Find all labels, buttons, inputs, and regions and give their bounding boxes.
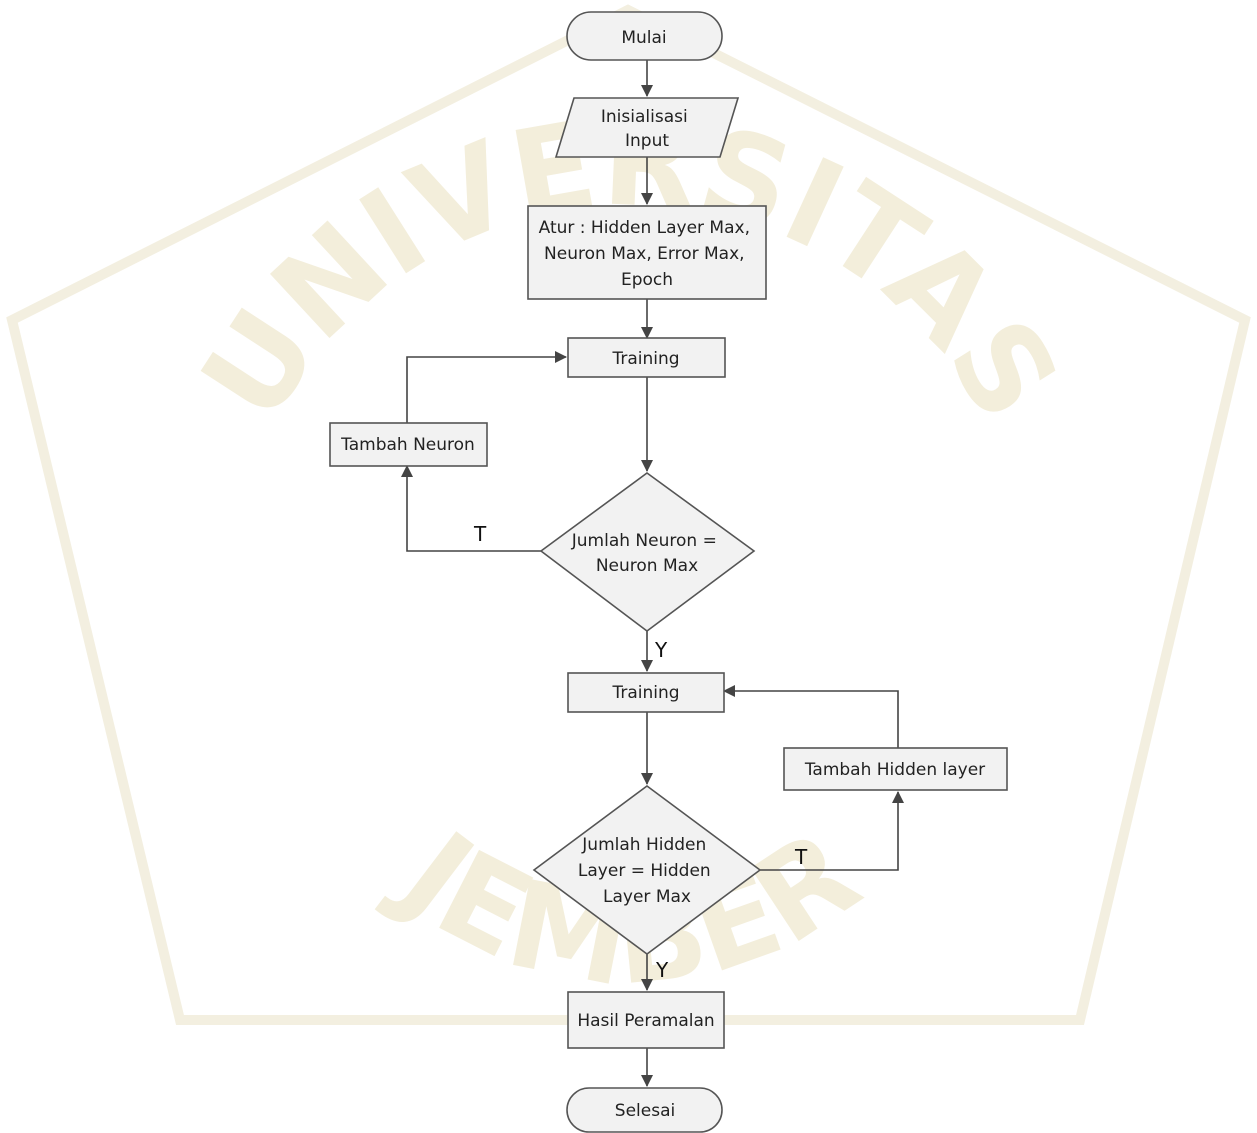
node-check-hidden-label: Jumlah Hidden Layer = Hidden Layer Max bbox=[578, 835, 716, 907]
process-shape bbox=[783, 747, 1008, 791]
node-result-label: Hasil Peramalan bbox=[577, 1011, 714, 1031]
process-shape bbox=[567, 337, 726, 378]
process-shape bbox=[567, 991, 725, 1049]
node-training-2-label: Training bbox=[611, 683, 679, 703]
node-setup-label: Atur : Hidden Layer Max, Neuron Max, Err… bbox=[539, 218, 756, 290]
input-shape bbox=[554, 97, 740, 158]
node-check-neuron: Jumlah Neuron = Neuron Max bbox=[539, 472, 756, 633]
node-add-neuron: Tambah Neuron bbox=[329, 422, 488, 467]
decision-shape bbox=[539, 472, 756, 633]
edge-label-neuron-yes: Y bbox=[654, 638, 668, 662]
edge-label-hidden-no: T bbox=[794, 845, 808, 869]
node-setup: Atur : Hidden Layer Max, Neuron Max, Err… bbox=[527, 205, 767, 300]
edge-label-neuron-no: T bbox=[473, 522, 487, 546]
node-result: Hasil Peramalan bbox=[567, 991, 725, 1049]
edge-label-hidden-yes: Y bbox=[655, 958, 669, 982]
node-training-1-label: Training bbox=[611, 349, 679, 369]
process-shape bbox=[329, 422, 488, 467]
edge-check-neuron-no-to-add-neuron bbox=[401, 465, 541, 552]
decision-shape bbox=[532, 785, 762, 955]
process-shape bbox=[527, 205, 767, 300]
node-training-2: Training bbox=[567, 672, 725, 713]
edge-add-neuron-to-training1 bbox=[406, 351, 567, 423]
edge-add-hidden-to-training2 bbox=[723, 685, 899, 748]
node-add-hidden: Tambah Hidden layer bbox=[783, 747, 1008, 791]
edge-check-hidden-no-to-add-hidden bbox=[760, 791, 904, 871]
terminator-shape bbox=[566, 11, 723, 61]
node-training-1: Training bbox=[567, 337, 726, 378]
node-check-hidden: Jumlah Hidden Layer = Hidden Layer Max bbox=[532, 785, 762, 955]
process-shape bbox=[567, 672, 725, 713]
node-add-neuron-label: Tambah Neuron bbox=[340, 435, 475, 455]
node-start: Mulai bbox=[566, 11, 723, 61]
node-end-label: Selesai bbox=[615, 1101, 675, 1121]
node-check-neuron-label: Jumlah Neuron = Neuron Max bbox=[571, 531, 722, 576]
node-start-label: Mulai bbox=[621, 28, 666, 48]
node-end: Selesai bbox=[566, 1087, 723, 1133]
connectors bbox=[401, 60, 904, 1087]
node-add-hidden-label: Tambah Hidden layer bbox=[804, 760, 985, 780]
node-input-label: Inisialisasi Input bbox=[601, 107, 693, 151]
terminator-shape bbox=[566, 1087, 723, 1133]
node-input: Inisialisasi Input bbox=[554, 97, 740, 158]
